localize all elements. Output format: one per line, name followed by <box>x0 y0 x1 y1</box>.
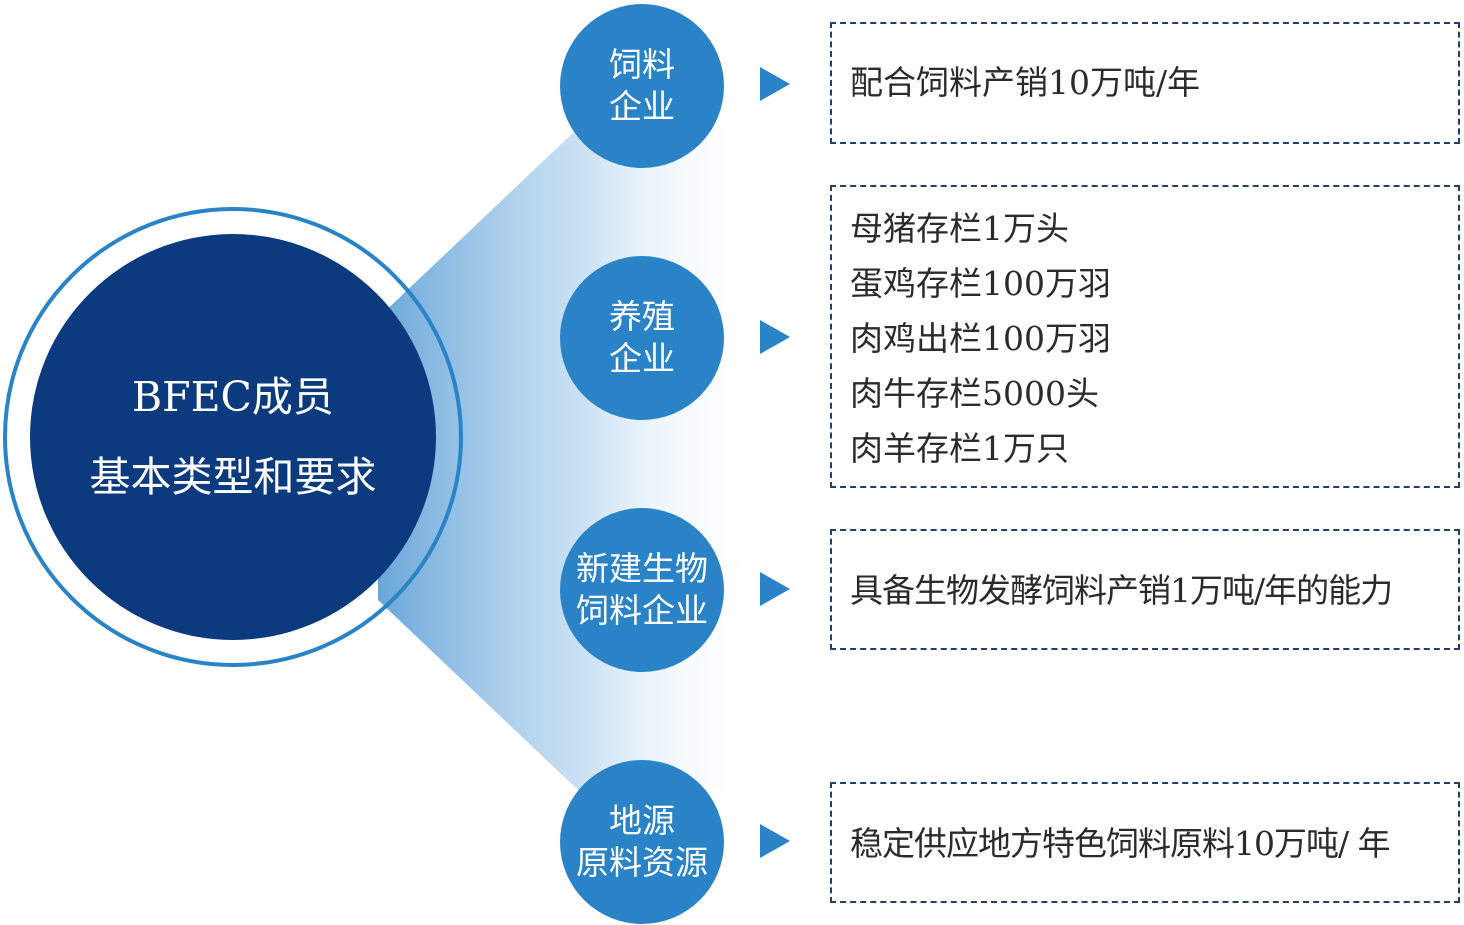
requirement-line: 配合饲料产销10万吨/年 <box>850 63 1201 102</box>
category-breeding-enterprise: 养殖 企业 <box>560 256 724 420</box>
category-feed-enterprise: 饲料 企业 <box>560 4 724 168</box>
category-label-line: 饲料 <box>609 45 675 84</box>
category-label-line: 地源 <box>609 801 675 840</box>
requirement-line: 肉羊存栏1万只 <box>850 429 1069 468</box>
outer-ring <box>3 207 463 667</box>
center-title: BFEC成员 <box>132 373 334 421</box>
requirement-line: 肉鸡出栏100万羽 <box>850 319 1111 358</box>
arrow-icon <box>760 320 790 354</box>
requirement-line: 蛋鸡存栏100万羽 <box>850 264 1111 303</box>
category-label-line: 企业 <box>609 87 675 126</box>
requirement-line: 肉牛存栏5000头 <box>850 374 1099 413</box>
center-circle: BFEC成员 基本类型和要求 <box>30 234 436 640</box>
category-label-line: 新建生物 <box>576 549 708 588</box>
requirement-box-feed: 配合饲料产销10万吨/年 <box>830 22 1460 144</box>
requirement-box-raw-material: 稳定供应地方特色饲料原料10万吨/ 年 <box>830 782 1460 903</box>
category-label-line: 饲料企业 <box>576 591 708 630</box>
center-subtitle: 基本类型和要求 <box>89 453 377 501</box>
arrow-icon <box>760 572 790 606</box>
category-label-line: 原料资源 <box>576 843 708 882</box>
category-label-line: 养殖 <box>609 297 675 336</box>
requirement-box-bio-feed: 具备生物发酵饲料产销1万吨/年的能力 <box>830 529 1460 650</box>
requirement-line: 具备生物发酵饲料产销1万吨/年的能力 <box>850 571 1393 610</box>
category-new-bio-feed-enterprise: 新建生物 饲料企业 <box>560 508 724 672</box>
connector-fan <box>378 128 760 790</box>
requirement-line: 稳定供应地方特色饲料原料10万吨/ 年 <box>850 824 1391 863</box>
requirement-box-breeding: 母猪存栏1万头 蛋鸡存栏100万羽 肉鸡出栏100万羽 肉牛存栏5000头 肉羊… <box>830 185 1460 488</box>
category-local-raw-material: 地源 原料资源 <box>560 760 724 924</box>
arrow-icon <box>760 824 790 858</box>
category-label-line: 企业 <box>609 339 675 378</box>
arrow-icon <box>760 67 790 101</box>
requirement-line: 母猪存栏1万头 <box>850 209 1069 248</box>
